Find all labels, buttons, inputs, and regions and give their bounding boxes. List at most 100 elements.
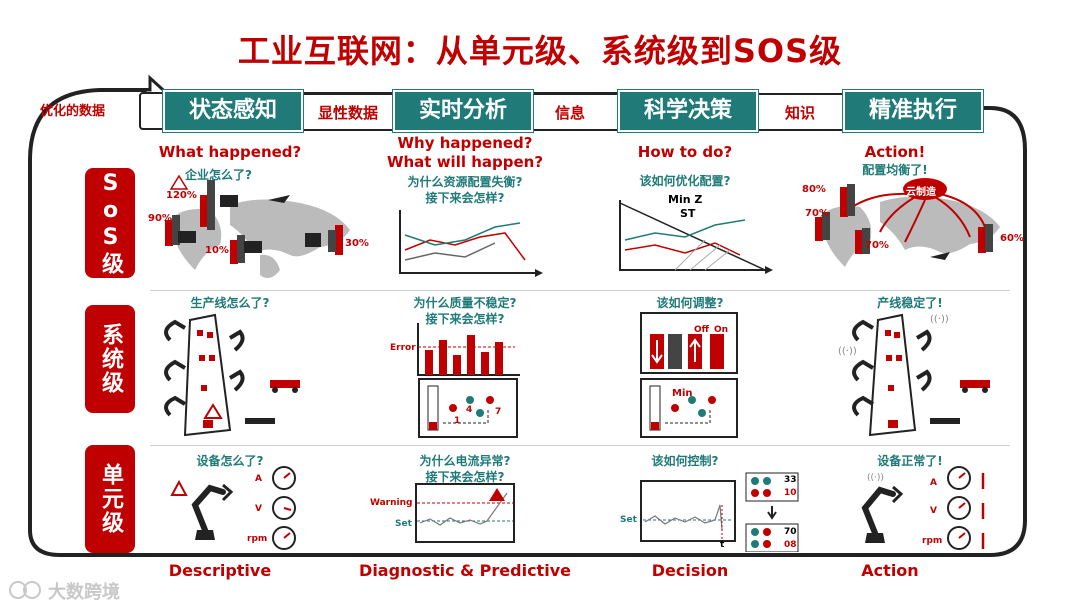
robot-arm-icon — [164, 319, 245, 417]
sos-q3-opt1: Min Z — [668, 193, 703, 206]
label-decision: Decision — [651, 561, 729, 580]
label-action: Action — [861, 561, 919, 580]
sos-q2-en2: What will happen? — [386, 153, 544, 171]
gauge-stable-rpm: rpm — [922, 536, 943, 546]
unit-val2a: 70 — [784, 527, 797, 537]
system-off-label: Off — [694, 325, 709, 335]
sos-pct-70b: 70% — [865, 240, 889, 251]
sos-cloud-label: 云制造 — [906, 187, 936, 198]
warning-icon — [203, 403, 223, 419]
watermark-text: 大数跨境 — [48, 582, 120, 603]
system-q2a: 为什么质量不稳定? — [413, 296, 517, 310]
tower-icon — [183, 313, 232, 437]
row-label-sos: SoS级 — [85, 168, 135, 278]
robot-arm-faulty — [170, 479, 234, 540]
unit-q3: 该如何控制? — [651, 454, 719, 468]
system-error-label: Error — [390, 343, 416, 353]
sos-q2-cn2: 接下来会怎样? — [425, 191, 505, 205]
gauge-stable-a: A — [930, 478, 937, 488]
robot-arm-icon — [852, 319, 932, 417]
sos-q2-en1: Why happened? — [397, 134, 533, 152]
connector-knowledge: 知识 — [784, 104, 815, 122]
signal-icon: ((·)) — [867, 473, 884, 483]
signal-icon: ((·)) — [838, 346, 857, 357]
system-q3: 该如何调整? — [656, 296, 724, 310]
unit-q2b: 接下来会怎样? — [425, 470, 505, 484]
gauge-stable-v: V — [930, 506, 937, 516]
gauge-label-v: V — [255, 504, 262, 514]
cart-icon — [245, 418, 275, 424]
unit-control-set: Set — [620, 515, 637, 525]
system-error-bars — [417, 323, 520, 376]
sos-q4-cn: 配置均衡了! — [862, 163, 928, 177]
sos-pct-70a: 70% — [805, 208, 829, 219]
cart-icon — [930, 418, 960, 424]
label-diagnostic-predictive: Diagnostic & Predictive — [359, 561, 571, 580]
gauge-label-a: A — [255, 474, 262, 484]
robot-arm-stable: ((·)) — [861, 473, 904, 543]
unit-set-label: Set — [395, 519, 412, 529]
signal-icon: ((·)) — [930, 314, 949, 325]
sos-pct-120: 120% — [166, 190, 197, 201]
connector-explicit-data: 显性数据 — [317, 104, 378, 122]
gauge-label-rpm: rpm — [247, 534, 268, 544]
gauges-stable — [947, 466, 985, 550]
page-title: 工业互联网：从单元级、系统级到SOS级 — [237, 32, 843, 70]
row-label-system: 系统级 — [85, 305, 135, 413]
warning-icon — [489, 488, 505, 501]
system-min-label: Min — [672, 388, 693, 399]
stage-perception: 状态感知 — [163, 90, 303, 132]
sos-q2-cn1: 为什么资源配置失衡? — [407, 175, 523, 189]
system-on-label: On — [714, 325, 729, 335]
unit-q4: 设备正常了! — [877, 454, 943, 468]
airplane-icon — [268, 195, 290, 203]
stage-execution: 精准执行 — [843, 90, 983, 132]
warning-icon — [170, 479, 188, 496]
sos-q3-opt2: ST — [680, 207, 696, 220]
unit-t-label: t — [720, 540, 725, 550]
system-n3: 1 — [454, 416, 461, 426]
row-divider-2 — [150, 445, 1010, 446]
arrow-down-icon — [651, 340, 663, 364]
system-diagnostic-panel — [418, 378, 518, 438]
stage-decision: 科学决策 — [618, 90, 758, 132]
sos-q3-cn: 该如何优化配置? — [639, 174, 731, 188]
sos-q1-cn: 企业怎么了? — [185, 168, 252, 182]
production-line-stable: ((·)) ((·)) — [838, 313, 990, 437]
sos-pct-10: 10% — [205, 245, 229, 256]
system-q1: 生产线怎么了? — [190, 296, 270, 310]
factory-icon — [178, 195, 321, 253]
watermark-logo-icon — [9, 581, 41, 599]
unit-val2b: 08 — [784, 540, 797, 550]
stage-analysis: 实时分析 — [393, 90, 533, 132]
connector-information: 信息 — [554, 104, 585, 122]
cart-icon — [960, 380, 990, 388]
unit-q1: 设备怎么了? — [196, 454, 264, 468]
arrow-down-icon — [767, 506, 777, 520]
label-descriptive: Descriptive — [168, 561, 272, 580]
unit-val1a: 33 — [784, 475, 797, 485]
unit-current-chart — [415, 483, 515, 543]
cart-icon — [270, 380, 300, 388]
world-map-problems — [165, 175, 350, 279]
sos-q1-en: What happened? — [158, 143, 302, 161]
world-map-balanced — [815, 178, 1000, 267]
feedback-label: 优化的数据 — [40, 104, 106, 119]
sos-q4-en: Action! — [864, 143, 926, 161]
airplane-icon — [930, 252, 950, 260]
unit-q2a: 为什么电流异常? — [419, 454, 511, 468]
system-n2: 7 — [495, 407, 502, 417]
sos-optimization-chart — [619, 200, 773, 274]
sos-q3-en: How to do? — [637, 143, 733, 161]
tower-icon — [868, 313, 917, 437]
row-label-unit: 单元级 — [85, 445, 135, 553]
sos-pct-90: 90% — [148, 213, 172, 224]
warning-icon — [169, 175, 189, 190]
cloud-icon — [903, 178, 947, 200]
gauges-faulty — [272, 466, 296, 550]
unit-val1b: 10 — [784, 488, 797, 498]
system-q4: 产线稳定了! — [877, 296, 943, 310]
system-n1: 4 — [466, 405, 473, 415]
sos-pct-60: 60% — [1000, 233, 1024, 244]
system-adjust-bars — [640, 312, 738, 374]
